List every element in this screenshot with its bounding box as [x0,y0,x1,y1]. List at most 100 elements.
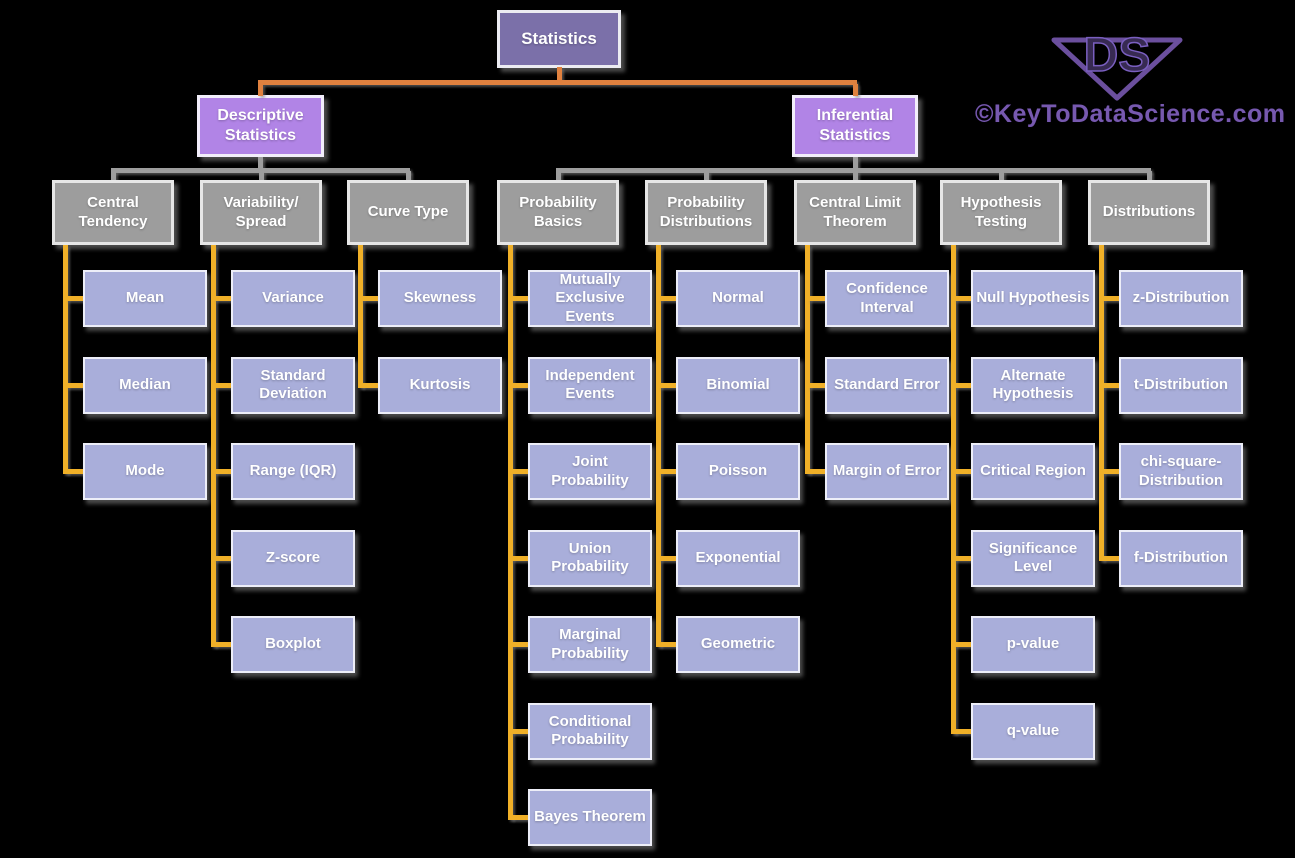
child-node-mean: Mean [83,270,207,327]
connector-leaf-stub-critical-region [954,469,971,474]
connector-leaf-stub-marginal-probability [511,642,528,647]
child-node-boxplot: Boxplot [231,616,355,673]
child-node-normal: Normal [676,270,800,327]
connector-leaf-stub-margin-of-error [808,469,825,474]
connector-header-stub-probability-distributions [704,171,709,180]
connector-inferential-statistics-horizontal [556,168,1151,173]
connector-header-stub-hypothesis-testing [999,171,1004,180]
connector-leaf-stub-significance-level [954,555,971,561]
connector-leaf-stub-geometric [659,642,676,647]
child-node-f-distribution: f-Distribution [1119,529,1243,587]
child-node-binomial: Binomial [676,356,800,414]
connector-leaf-stub-q-value [954,728,971,734]
connector-leaf-stub-alternate-hypothesis [954,382,971,388]
connector-leaf-stub-independent-events [511,382,528,388]
child-node-conditional-probability: Conditional Probability [528,702,652,760]
connector-leaf-stub-conditional-probability [511,728,528,734]
watermark-text: ©KeyToDataScience.com [975,100,1286,128]
child-node-kurtosis: Kurtosis [378,356,502,414]
connector-leaf-stub-boxplot [214,642,231,647]
connector-root-stub [557,67,562,81]
child-node-t-distribution: t-Distribution [1119,356,1243,414]
connector-spine-hypothesis-testing [951,245,956,734]
child-node-geometric: Geometric [676,616,800,673]
child-node-skewness: Skewness [378,270,502,327]
connector-leaf-stub-standard-deviation [214,382,231,388]
child-node-variance: Variance [231,270,355,327]
connector-header-stub-distributions [1147,171,1152,180]
column-header-probability-distributions: Probability Distributions [645,180,767,245]
connector-descriptive-statistics-stub [258,157,263,170]
connector-leaf-stub-mutually-exclusive-events [511,296,528,301]
child-node-standard-error: Standard Error [825,356,949,414]
connector-leaf-stub-z-score [214,555,231,561]
child-node-range-iqr: Range (IQR) [231,443,355,500]
connector-leaf-stub-f-distribution [1102,555,1119,561]
connector-leaf-stub-mode [66,469,83,474]
column-header-probability-basics: Probability Basics [497,180,619,245]
child-node-significance-level: Significance Level [971,529,1095,587]
column-header-central-tendency: Central Tendency [52,180,174,245]
connector-leaf-stub-skewness [361,296,378,301]
column-header-variability-spread: Variability/ Spread [200,180,322,245]
connector-leaf-stub-exponential [659,555,676,561]
child-node-poisson: Poisson [676,443,800,500]
connector-inferential-statistics-stub [853,157,858,170]
connector-leaf-stub-joint-probability [511,469,528,474]
connector-leaf-stub-confidence-interval [808,296,825,301]
column-header-hypothesis-testing: Hypothesis Testing [940,180,1062,245]
connector-leaf-stub-p-value [954,642,971,647]
child-node-bayes-theorem: Bayes Theorem [528,789,652,846]
child-node-mutually-exclusive-events: Mutually Exclusive Events [528,270,652,327]
connector-spine-variability-spread [211,245,216,647]
child-node-chi-square-distribution: chi-square-Distribution [1119,443,1243,500]
child-node-confidence-interval: Confidence Interval [825,270,949,327]
connector-leaf-stub-null-hypothesis [954,296,971,301]
root-node-statistics: Statistics [497,10,621,68]
connector-leaf-stub-mean [66,296,83,301]
column-header-distributions: Distributions [1088,180,1210,245]
connector-leaf-stub-range-iqr [214,469,231,474]
child-node-standard-deviation: Standard Deviation [231,356,355,414]
connector-header-stub-central-tendency [111,171,116,180]
child-node-median: Median [83,356,207,414]
connector-spine-central-tendency [63,245,68,474]
child-node-union-probability: Union Probability [528,529,652,587]
child-node-z-distribution: z-Distribution [1119,270,1243,327]
connector-leaf-stub-chi-square-distribution [1102,469,1119,474]
branch-node-descriptive-statistics: Descriptive Statistics [197,95,324,157]
child-node-p-value: p-value [971,616,1095,673]
logo-triangle-icon [1051,37,1183,101]
connector-spine-probability-distributions [656,245,661,647]
connector-leaf-stub-union-probability [511,555,528,561]
connector-leaf-stub-t-distribution [1102,382,1119,388]
connector-leaf-stub-kurtosis [361,382,378,388]
connector-leaf-stub-z-distribution [1102,296,1119,301]
connector-header-stub-probability-basics [556,171,561,180]
child-node-joint-probability: Joint Probability [528,443,652,500]
logo-ds-monogram: DS [1084,29,1151,82]
child-node-margin-of-error: Margin of Error [825,443,949,500]
connector-spine-distributions [1099,245,1104,561]
connector-spine-central-limit-theorem [805,245,810,474]
connector-descriptive-statistics-horizontal [111,168,410,173]
child-node-exponential: Exponential [676,529,800,587]
child-node-mode: Mode [83,443,207,500]
connector-branch-stub-descriptive [258,84,263,96]
connector-leaf-stub-poisson [659,469,676,474]
connector-spine-probability-basics [508,245,513,820]
connector-header-stub-variability-spread [259,171,264,180]
child-node-q-value: q-value [971,702,1095,760]
ds-logo-icon: DS [1051,28,1183,101]
child-node-independent-events: Independent Events [528,356,652,414]
connector-leaf-stub-median [66,382,83,388]
child-node-critical-region: Critical Region [971,443,1095,500]
connector-header-stub-central-limit-theorem [853,171,858,180]
connector-spine-curve-type [358,245,363,388]
child-node-marginal-probability: Marginal Probability [528,616,652,673]
child-node-null-hypothesis: Null Hypothesis [971,270,1095,327]
child-node-z-score: Z-score [231,529,355,587]
connector-leaf-stub-standard-error [808,382,825,388]
connector-header-stub-curve-type [406,171,411,180]
